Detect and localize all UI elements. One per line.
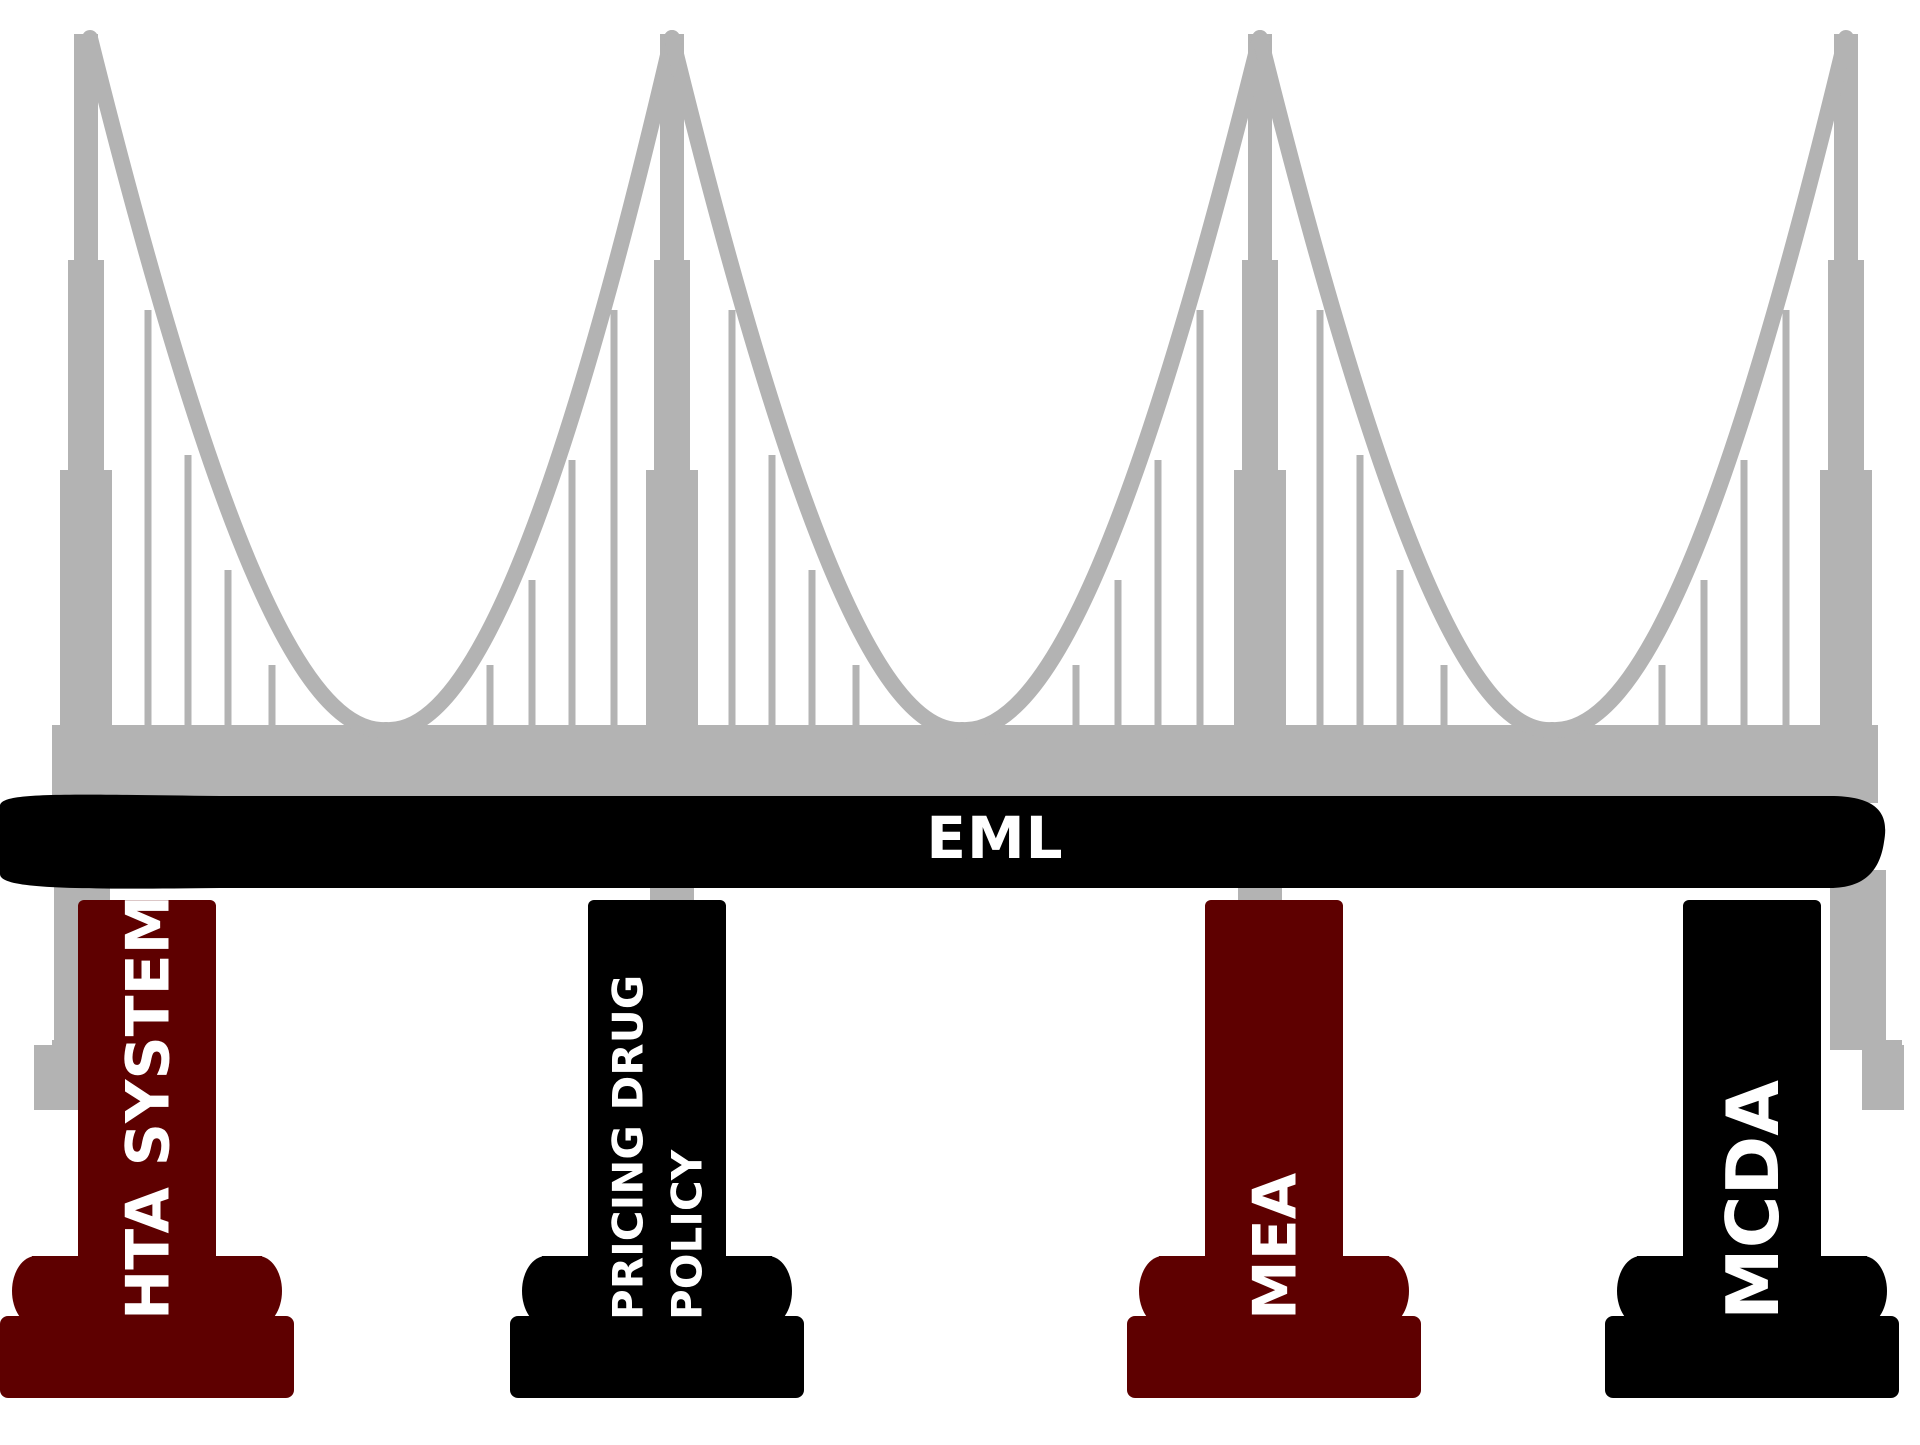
pillar-label: MEA: [1241, 1172, 1311, 1320]
pillar-label-line: MCDA: [1711, 1080, 1795, 1320]
hangers: [144, 310, 1790, 735]
pillar-base: [510, 1316, 804, 1398]
pillar-capital-right-round: [744, 1256, 792, 1326]
pillar-mcda: MCDA: [1605, 900, 1899, 1398]
pillar-shaft: [78, 900, 216, 1272]
eml-beam: EML: [0, 794, 1886, 889]
pillar-label: MCDA: [1711, 1080, 1795, 1320]
pillar-capital: [1637, 1256, 1867, 1326]
pillar-capital-right-round: [1839, 1256, 1887, 1326]
main-cables: [82, 30, 1854, 739]
tower-3: [1234, 34, 1286, 910]
pillar-shaft: [1683, 900, 1821, 1272]
pillar-label-line: PRICING DRUG: [604, 975, 653, 1320]
pillar-shaft: [588, 900, 726, 1272]
pillar-capital: [1159, 1256, 1389, 1326]
pillar-mea: MEA: [1127, 900, 1421, 1398]
pillar-capital-left-round: [522, 1256, 570, 1326]
pillar-capital: [542, 1256, 772, 1326]
pillar-label: HTA SYSTEM: [114, 895, 184, 1320]
pillar-base: [1605, 1316, 1899, 1398]
bridge-deck: [52, 735, 1878, 803]
tower-2: [646, 34, 698, 910]
bridge-silhouette: [34, 30, 1904, 1110]
eml-label: EML: [926, 804, 1063, 872]
pillar-label-line: HTA SYSTEM: [114, 895, 184, 1320]
pillar-capital-right-round: [1361, 1256, 1409, 1326]
pillar-base: [1127, 1316, 1421, 1398]
pillar-label-line: MEA: [1241, 1172, 1311, 1320]
pillar-capital-left-round: [12, 1256, 60, 1326]
pillar-base: [0, 1316, 294, 1398]
pillar-capital-left-round: [1139, 1256, 1187, 1326]
pillar-capital: [32, 1256, 262, 1326]
pillar-hta-system: HTA SYSTEM: [0, 895, 294, 1398]
pillar-shaft: [1205, 900, 1343, 1272]
pillar-capital-right-round: [234, 1256, 282, 1326]
eml-beam-shape: [0, 794, 1886, 889]
pillar-capital-left-round: [1617, 1256, 1665, 1326]
pillar-label-line: POLICY: [663, 1149, 712, 1320]
tower-4: [1820, 34, 1904, 1110]
